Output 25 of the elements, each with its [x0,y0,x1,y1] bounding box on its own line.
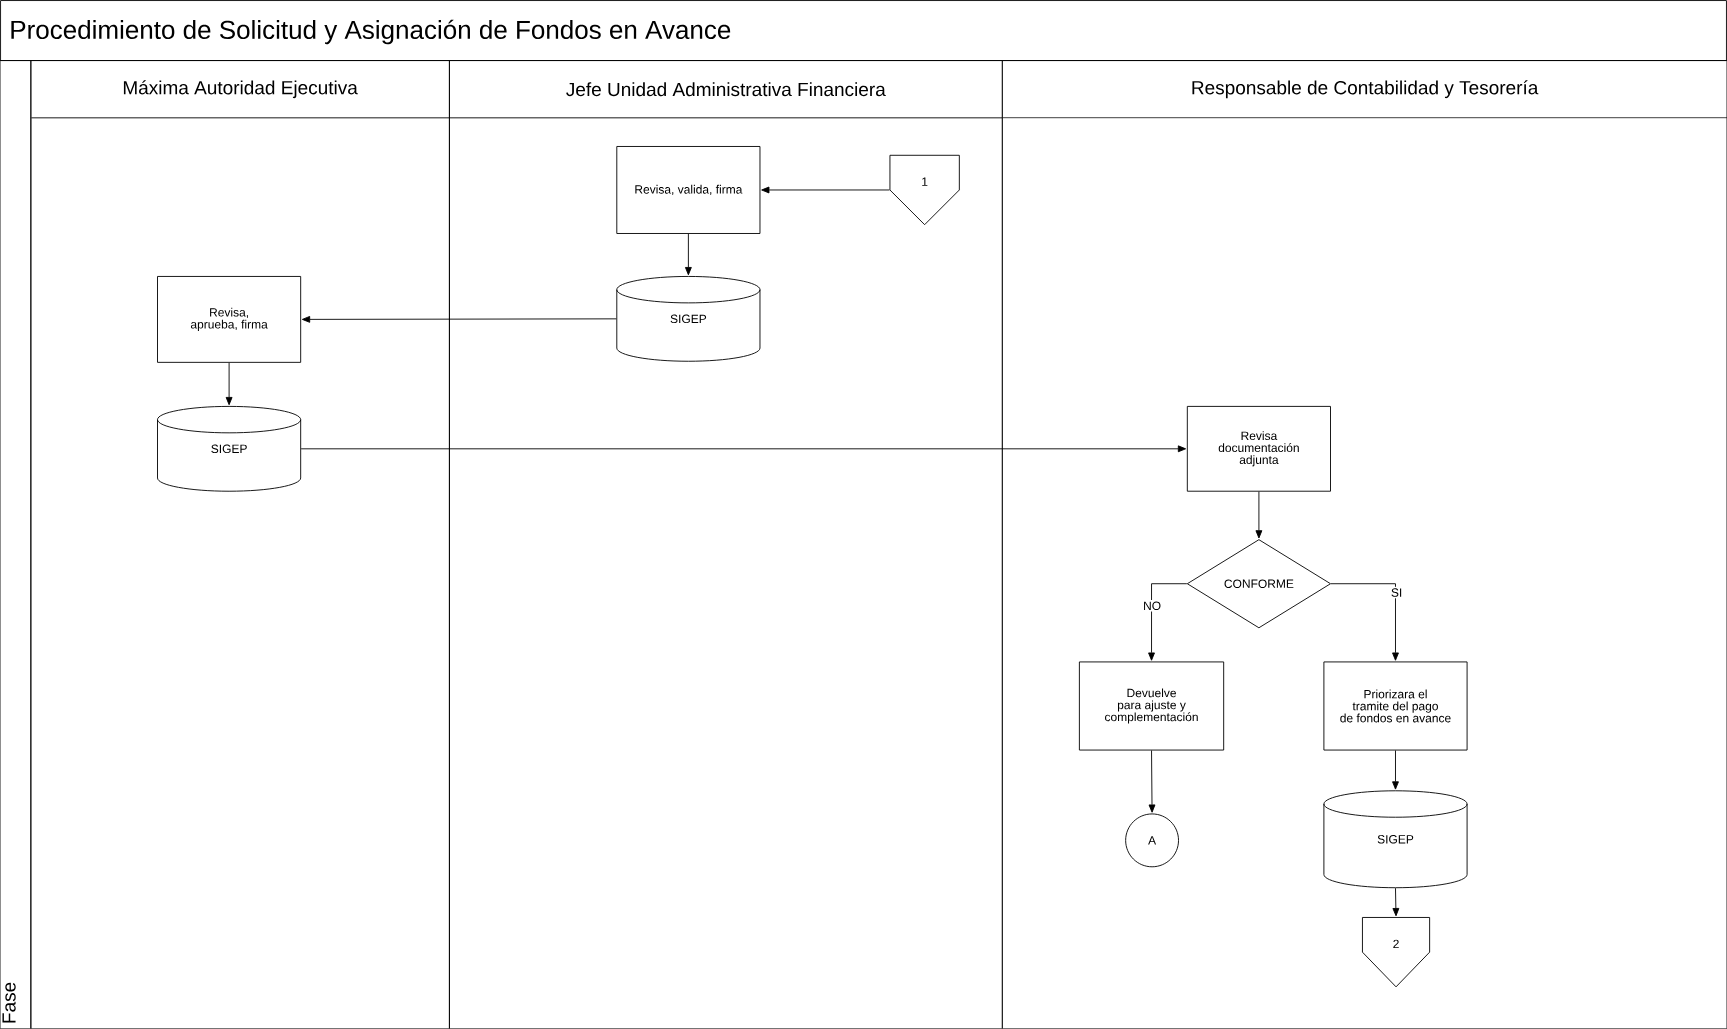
database-cylinder: SIGEP [1323,790,1468,889]
arrow [1255,491,1263,539]
process-box: Devuelve para ajuste y complementación [1078,661,1225,751]
arrow [225,362,233,406]
arrow [1392,887,1400,917]
arrow [1330,583,1399,661]
phase-band: Fase [0,60,32,1029]
arrow [1392,750,1399,790]
process-box: Revisa, aprueba, firma [157,276,302,363]
arrow [761,186,890,194]
title-bar: Procedimiento de Solicitud y Asignación de Fondos en Avance [0,0,1727,62]
database-cylinder: SIGEP [616,276,761,362]
arrow [1148,750,1156,813]
edge-label: NO [1141,600,1163,612]
offpage-connector: 2 [1362,917,1431,988]
process-box: Priorizara el tramite del pago de fondos en avance [1323,661,1468,751]
process-box: Revisa documentación adjunta [1186,406,1331,492]
edge-label: SI [1389,586,1404,599]
database-cylinder: SIGEP [157,406,302,492]
arrow [300,445,1187,453]
arrow [1148,583,1188,661]
arrow [684,233,692,276]
offpage-connector: 1 [889,155,960,226]
process-box: Revisa, valida, firma [616,146,761,235]
arrow [301,316,617,323]
